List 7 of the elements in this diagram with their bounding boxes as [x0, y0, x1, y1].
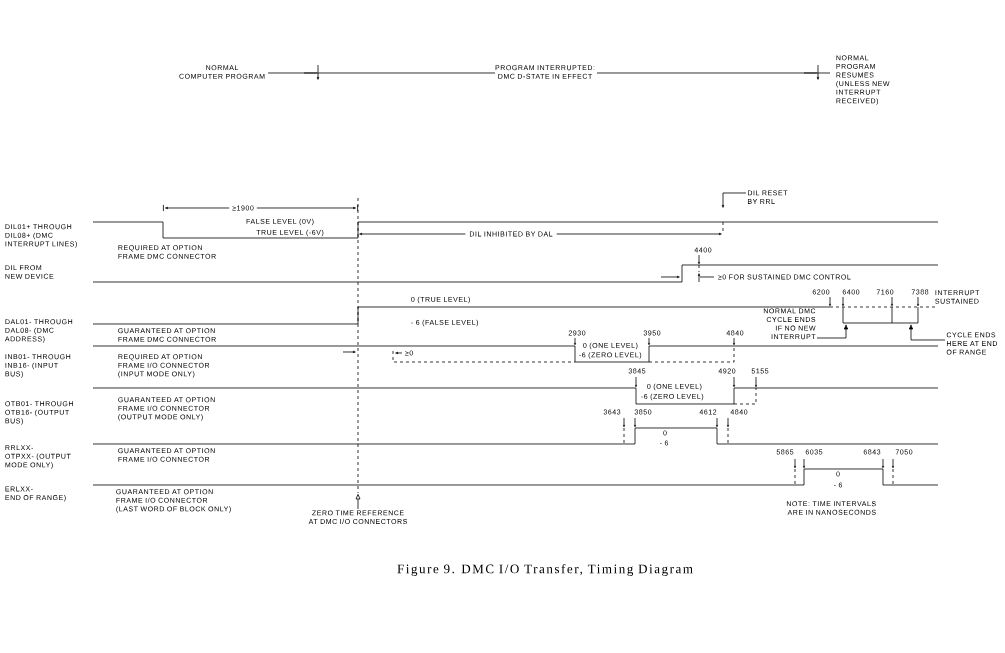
waveform	[842, 306, 919, 324]
figure-caption: Figure 9. DMC I/O Transfer, Timing Diagram	[397, 564, 693, 576]
leader-line	[908, 324, 946, 341]
leader-line	[355, 494, 361, 510]
leader-line	[816, 324, 849, 339]
leader-line	[721, 192, 747, 208]
reference-line	[357, 197, 359, 494]
